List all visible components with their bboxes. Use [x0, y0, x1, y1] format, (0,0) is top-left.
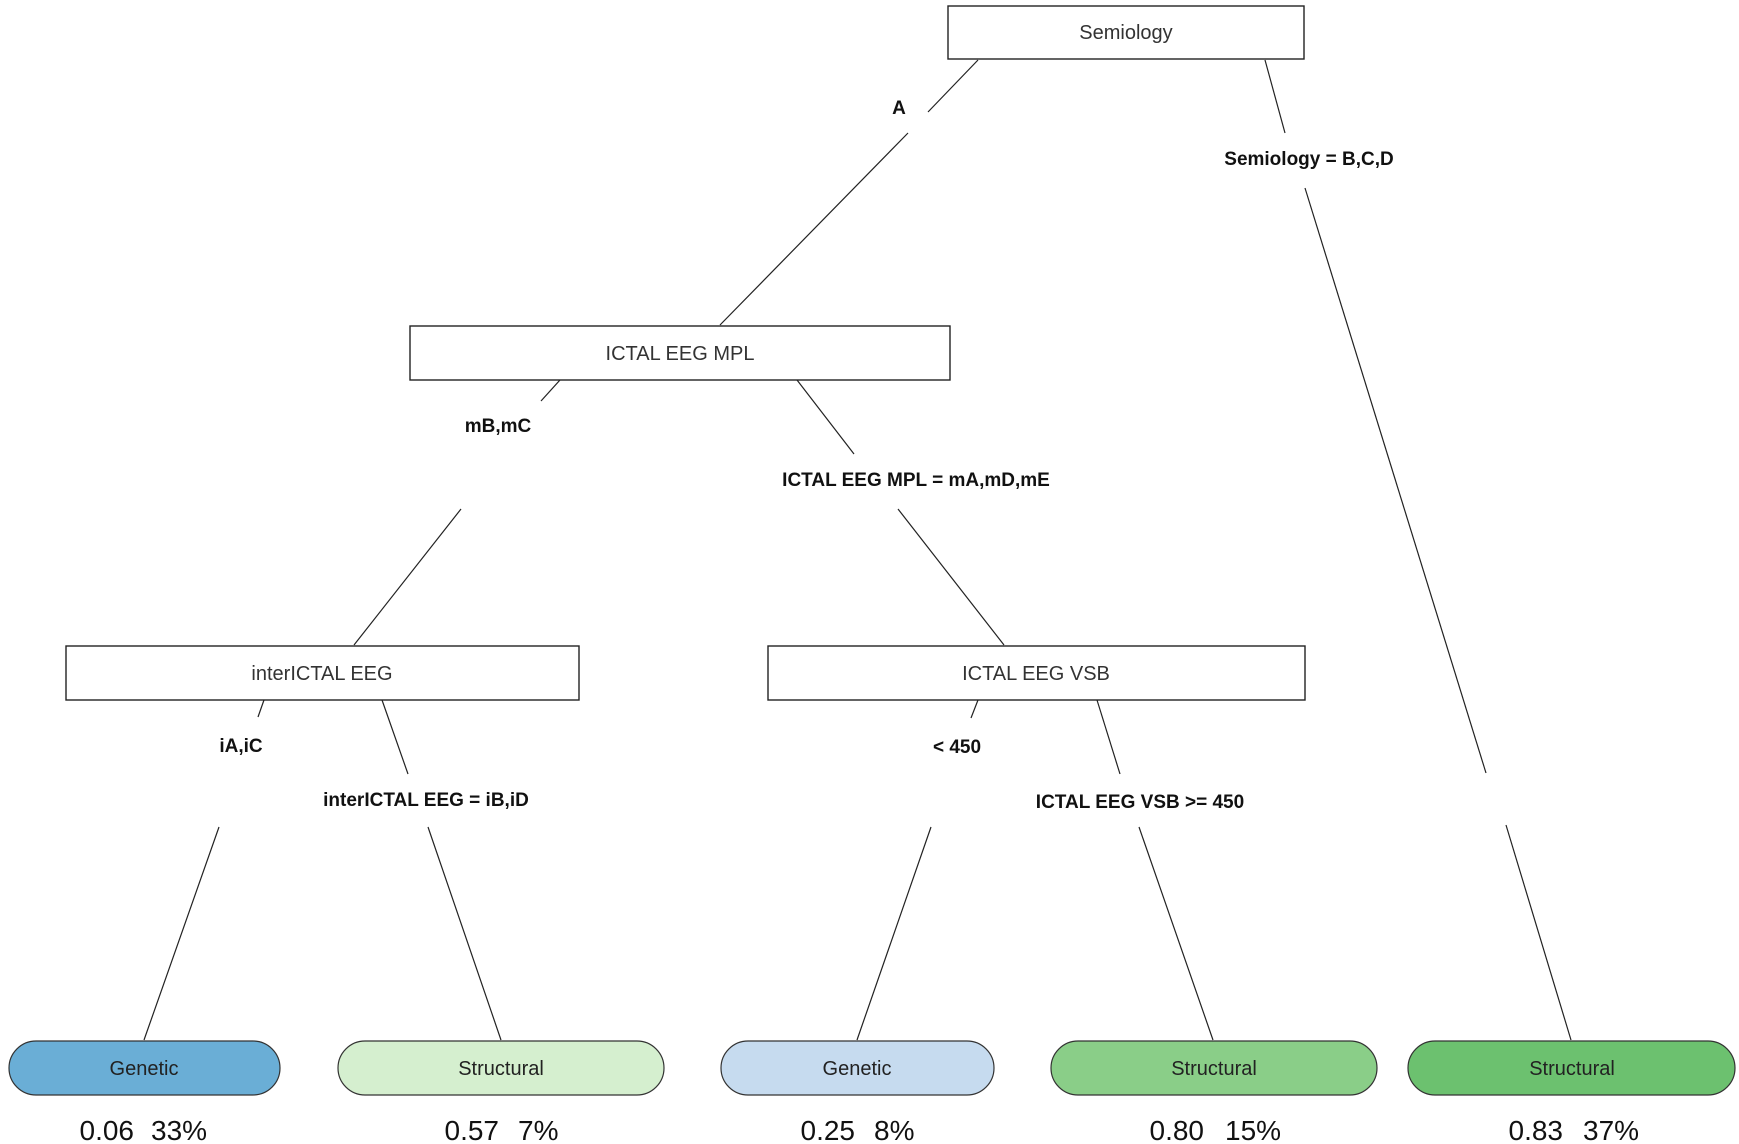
leaf-label: Structural: [1171, 1058, 1257, 1080]
leaf-genetic-1: Genetic 0.06 33%: [8, 1040, 281, 1144]
leaf-percent: 15%: [1225, 1115, 1281, 1144]
edge-root-right-leaf: [1505, 824, 1572, 1041]
edge-label-vsb-left: < 450: [933, 737, 981, 758]
edge-mpl-left-lower: [353, 508, 462, 646]
leaf-box: [720, 1040, 995, 1096]
edge-root-right-lower: [1304, 187, 1487, 774]
leaf-percent: 37%: [1583, 1115, 1639, 1144]
node-label-ictal-eeg-mpl: ICTAL EEG MPL: [606, 343, 755, 365]
node-box-ictal-eeg-vsb: [767, 645, 1306, 701]
leaf-percent: 7%: [518, 1115, 558, 1144]
edge-inter-right-lower: [427, 826, 502, 1041]
leaf-box: [337, 1040, 665, 1096]
node-label-semiology: Semiology: [1079, 22, 1172, 44]
edge-root-right-upper: [1264, 59, 1286, 134]
node-box-interictal-eeg: [65, 645, 580, 701]
edge-vsb-left-upper: [970, 699, 979, 719]
leaf-value: 0.25: [801, 1115, 856, 1144]
leaf-value: 0.57: [445, 1115, 500, 1144]
edge-vsb-right-lower: [1138, 826, 1214, 1041]
edge-inter-right-upper: [381, 699, 409, 775]
leaf-box: [1050, 1040, 1378, 1096]
edge-root-left-lower: [719, 132, 909, 326]
edge-label-mpl-right: ICTAL EEG MPL = mA,mD,mE: [782, 470, 1050, 491]
leaf-genetic-2: Genetic 0.25 8%: [720, 1040, 995, 1144]
edge-mpl-right-upper: [796, 379, 855, 455]
node-label-ictal-eeg-vsb: ICTAL EEG VSB: [962, 663, 1110, 685]
node-box-ictal-eeg-mpl: [409, 325, 951, 381]
leaf-label: Genetic: [823, 1058, 892, 1080]
leaf-label: Genetic: [110, 1058, 179, 1080]
edge-mpl-right-lower: [897, 508, 1005, 646]
edge-label-mpl-left: mB,mC: [465, 416, 532, 437]
leaf-percent: 33%: [151, 1115, 207, 1144]
node-ictal-eeg-mpl: ICTAL EEG MPL: [409, 325, 951, 381]
tree-edges: [143, 59, 1572, 1041]
node-ictal-eeg-vsb: ICTAL EEG VSB: [767, 645, 1306, 701]
leaf-label: Structural: [1529, 1058, 1615, 1080]
leaf-box: [1407, 1040, 1736, 1096]
node-interictal-eeg: interICTAL EEG: [65, 645, 580, 701]
edge-vsb-left-lower: [856, 826, 932, 1041]
edge-label-inter-left: iA,iC: [219, 736, 263, 757]
leaf-label: Structural: [458, 1058, 544, 1080]
leaf-percent: 8%: [874, 1115, 914, 1144]
edge-vsb-right-upper: [1096, 699, 1121, 775]
node-label-interictal-eeg: interICTAL EEG: [251, 663, 392, 685]
leaf-value: 0.83: [1509, 1115, 1564, 1144]
edge-mpl-left-upper: [540, 379, 561, 402]
leaf-value: 0.06: [80, 1115, 135, 1144]
leaf-box: [8, 1040, 281, 1096]
edge-labels: A Semiology = B,C,D mB,mC ICTAL EEG MPL …: [219, 98, 1393, 813]
edge-inter-left-lower: [143, 826, 220, 1041]
edge-label-root-left: A: [892, 98, 906, 119]
edge-label-inter-right: interICTAL EEG = iB,iD: [323, 790, 529, 811]
edge-inter-left-upper: [257, 699, 265, 718]
leaf-structural-2: Structural 0.80 15%: [1050, 1040, 1378, 1144]
edge-root-left-upper: [927, 59, 979, 113]
node-semiology: Semiology: [947, 5, 1305, 60]
leaf-structural-3: Structural 0.83 37%: [1407, 1040, 1736, 1144]
leaf-value: 0.80: [1150, 1115, 1205, 1144]
leaf-structural-1: Structural 0.57 7%: [337, 1040, 665, 1144]
node-box-semiology: [947, 5, 1305, 60]
edge-label-vsb-right: ICTAL EEG VSB >= 450: [1036, 792, 1244, 813]
edge-label-root-right: Semiology = B,C,D: [1224, 149, 1393, 170]
